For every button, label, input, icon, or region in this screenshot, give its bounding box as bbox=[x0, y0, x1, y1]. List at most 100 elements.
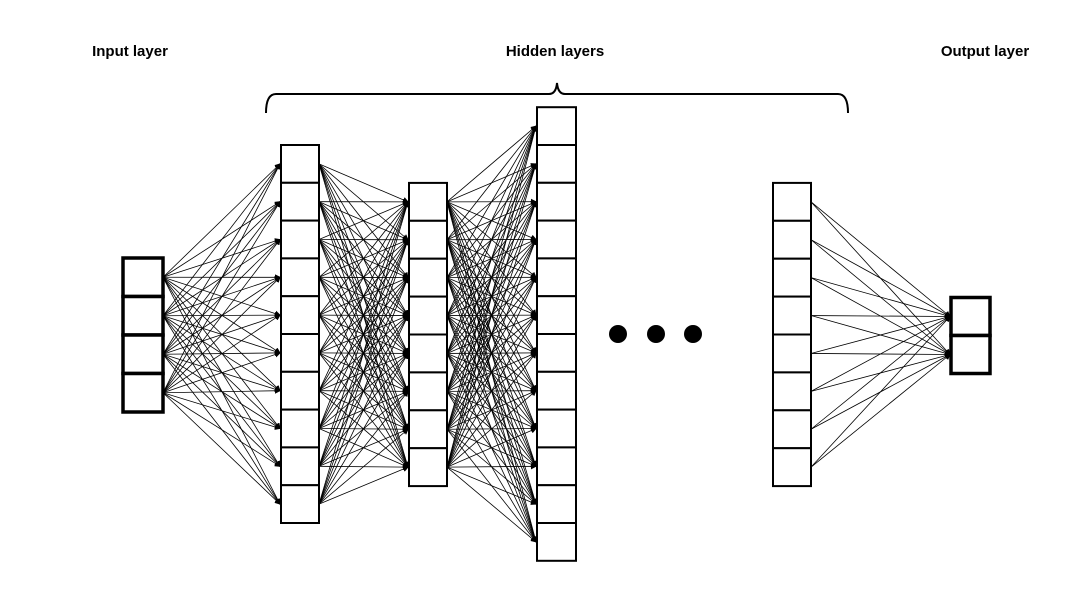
neuron-cell bbox=[536, 219, 577, 260]
connection-line bbox=[446, 466, 537, 543]
neuron-cell bbox=[536, 257, 577, 298]
neuron-cell bbox=[121, 256, 165, 299]
connection-line bbox=[162, 276, 281, 394]
connection-line bbox=[810, 277, 951, 319]
connection-line bbox=[810, 239, 951, 317]
neuron-cell bbox=[280, 219, 320, 260]
neuron-cell bbox=[280, 257, 320, 298]
connection-line bbox=[446, 125, 537, 316]
neuron-cell bbox=[280, 295, 320, 336]
connection-line bbox=[162, 314, 281, 394]
connection-line bbox=[446, 463, 537, 470]
neuron-cell bbox=[772, 409, 812, 450]
output-layer-label: Output layer bbox=[940, 43, 1030, 60]
connection-line bbox=[162, 392, 281, 430]
connection-line bbox=[162, 387, 281, 394]
connection-line bbox=[446, 390, 537, 468]
connection-line bbox=[446, 125, 538, 468]
neuron-cell bbox=[536, 446, 577, 487]
connection-line bbox=[318, 390, 409, 505]
connection-line bbox=[446, 125, 537, 203]
neuron-cell bbox=[536, 370, 577, 411]
neuron-cell bbox=[280, 144, 320, 184]
connection-line bbox=[810, 313, 951, 320]
connection-line bbox=[446, 125, 537, 354]
connection-line bbox=[162, 163, 281, 316]
connection-line bbox=[318, 466, 409, 505]
neuron-cell bbox=[536, 484, 577, 525]
neuron-cell bbox=[280, 370, 320, 411]
connection-line bbox=[446, 125, 538, 430]
neuron-cell bbox=[408, 371, 448, 412]
neuron-cell bbox=[536, 144, 577, 184]
neuron-cell bbox=[280, 181, 320, 222]
hidden-1-layer bbox=[280, 144, 320, 525]
neuron-cell bbox=[408, 409, 448, 450]
connection-line bbox=[318, 200, 410, 505]
connection-line bbox=[162, 163, 281, 355]
neuron-cell bbox=[772, 219, 812, 260]
neuron-cell bbox=[949, 333, 992, 376]
neuron-cell bbox=[772, 295, 812, 336]
connection-line bbox=[318, 200, 409, 354]
neuron-cell bbox=[121, 294, 165, 337]
connection-line bbox=[318, 163, 409, 203]
connection-line bbox=[318, 238, 410, 505]
connection-line bbox=[810, 201, 951, 318]
connection-line bbox=[446, 238, 537, 468]
output-layer bbox=[949, 295, 992, 376]
input-layer-label: Input layer bbox=[92, 43, 168, 60]
connection-line bbox=[318, 200, 410, 467]
connection-line bbox=[162, 163, 281, 278]
connection-line bbox=[318, 200, 409, 391]
neuron-cell bbox=[280, 446, 320, 487]
connection-line bbox=[810, 316, 951, 392]
neuron-cell bbox=[280, 408, 320, 449]
connection-line bbox=[162, 200, 281, 393]
neuron-cell bbox=[772, 181, 812, 222]
neuron-cell bbox=[536, 333, 577, 373]
connection-line bbox=[810, 315, 951, 430]
connection-line bbox=[446, 352, 537, 468]
neuron-cell bbox=[536, 408, 577, 449]
neuron-cell bbox=[772, 447, 812, 488]
connection-line bbox=[446, 427, 537, 468]
connection-line bbox=[446, 162, 538, 468]
neuron-cell bbox=[408, 447, 448, 488]
input-layer bbox=[121, 256, 165, 414]
hidden-2-layer bbox=[408, 181, 448, 488]
connection-line bbox=[162, 238, 281, 393]
connection-line bbox=[318, 352, 409, 505]
connection-line bbox=[318, 201, 409, 240]
neuron-cell bbox=[121, 333, 165, 376]
neuron-cell bbox=[408, 257, 448, 298]
connection-line bbox=[318, 428, 409, 505]
connection-line bbox=[318, 201, 409, 316]
neuron-cell bbox=[408, 295, 448, 336]
connection-line bbox=[810, 314, 951, 354]
connection-line bbox=[318, 314, 409, 505]
connection-line bbox=[318, 276, 409, 505]
neuron-cell bbox=[536, 106, 577, 146]
hidden-layers-label: Hidden layers bbox=[505, 43, 605, 60]
ellipsis-dot bbox=[684, 325, 702, 343]
neuron-cell bbox=[536, 522, 577, 562]
connection-line bbox=[446, 125, 537, 278]
connection-line bbox=[318, 201, 409, 278]
neuron-cell bbox=[536, 181, 577, 222]
neuron-cell bbox=[408, 333, 448, 374]
connection-line bbox=[318, 200, 409, 429]
neuron-cell bbox=[408, 219, 448, 260]
connection-line bbox=[446, 200, 538, 468]
neuron-cell bbox=[280, 484, 320, 525]
connection-line bbox=[810, 353, 951, 468]
ellipsis-dot bbox=[647, 325, 665, 343]
neuron-cell bbox=[772, 371, 812, 412]
connection-line bbox=[162, 392, 281, 505]
connection-line bbox=[446, 314, 537, 468]
connection-line bbox=[162, 351, 281, 394]
neuron-cell bbox=[772, 257, 812, 298]
ellipsis-dot bbox=[609, 325, 627, 343]
connection-line bbox=[162, 392, 281, 467]
